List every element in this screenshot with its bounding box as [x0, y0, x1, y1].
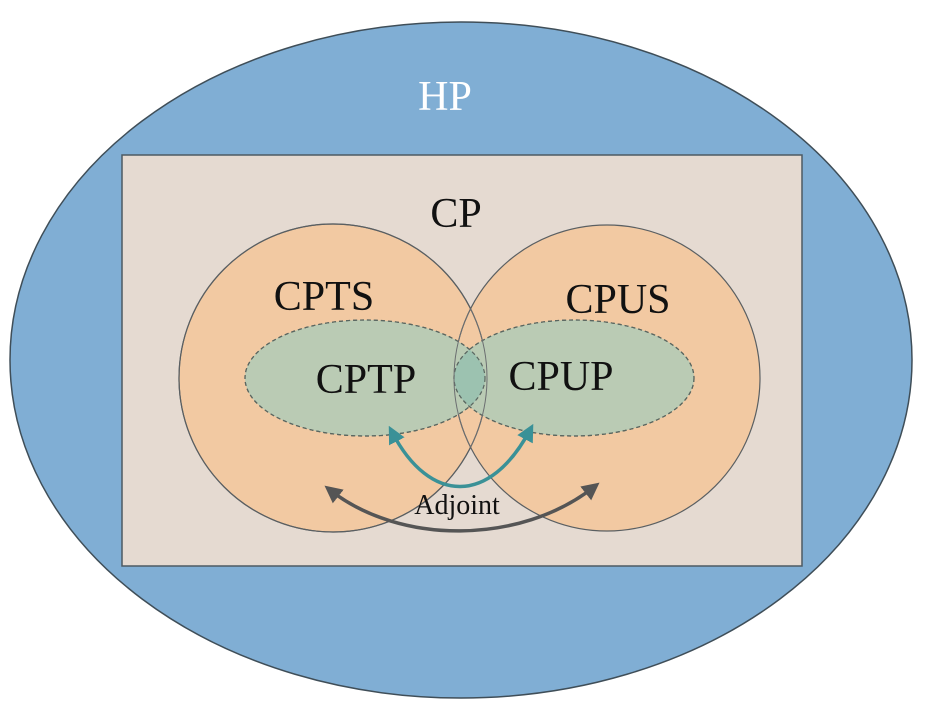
cpus-label: CPUS	[565, 277, 670, 323]
cp-label: CP	[430, 191, 481, 237]
cpup-label: CPUP	[508, 354, 613, 400]
gray-double-arrow	[324, 482, 600, 533]
cptp-ellipse-outline	[244, 319, 486, 437]
hp-label: HP	[418, 74, 472, 120]
cpus-border-in-overlap	[453, 224, 487, 532]
cptp-label: CPTP	[316, 357, 416, 403]
cpts-label: CPTS	[274, 274, 374, 320]
cpts-border-in-overlap	[454, 225, 488, 531]
adjoint-label: Adjoint	[414, 490, 500, 521]
